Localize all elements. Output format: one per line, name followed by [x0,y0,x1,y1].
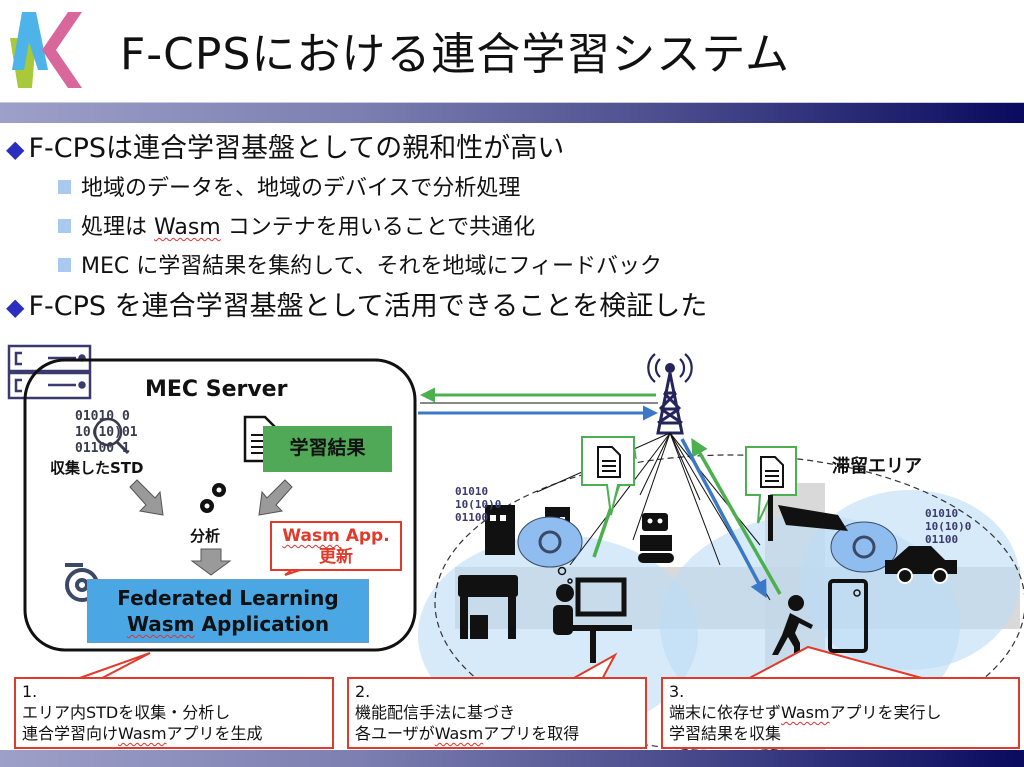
update-bubble-line1: Wasm App. [272,526,400,547]
thought-cloud-gear-icon [830,521,898,573]
smartphone-icon [828,579,868,653]
fl-app-line2: Wasm Application [88,611,368,637]
sub-bullet-1-text: 地域のデータを、地域のデバイスで分析処理 [81,176,521,201]
square-bullet-icon [58,180,71,194]
callout-step-1: 1. エリア内STDを収集・分析し 連合学習向けWasmアプリを生成 [14,677,334,749]
callout-step-3: 3. 端末に依存せずWasmアプリを実行し 学習結果を収集 [661,677,1020,749]
sub-bullet-3: MEC に学習結果を集約して、それを地域にフィードバック [58,248,662,280]
shop-icon [458,575,518,639]
callout-1-line1: エリア内STDを収集・分析し [22,703,231,722]
fl-app-line1: Federated Learning [117,586,339,610]
diamond-bullet-icon: ◆ [6,293,25,321]
callout-2-num: 2. [355,682,371,701]
stay-area-label: 滞留エリア [832,456,922,477]
callout-3-wasm: Wasm [781,703,830,722]
fl-wasm-app-box: Federated Learning Wasm Application [87,579,369,643]
down-arrow [190,548,232,576]
callout-1-line2: 連合学習向けWasmアプリを生成 [22,723,326,744]
server-icon [7,344,92,400]
callout-step-2: 2. 機能配信手法に基づき 各ユーザがWasmアプリを取得 [347,677,647,749]
callout-1-post: アプリを生成 [166,724,263,743]
learning-result-label: 学習結果 [263,426,392,472]
callout-3-post: アプリを実行し [829,703,942,722]
footer-bar [0,750,1024,767]
callout-3-line2: 学習結果を収集 [669,724,782,743]
walking-person-icon [772,595,813,665]
security-camera-icon [768,495,848,541]
sub-bullet-2-wasm: Wasm [154,215,221,240]
square-bullet-icon [58,219,71,233]
callout-2-line1: 機能配信手法に基づき [355,703,516,722]
logo-blue-a [12,12,48,70]
svg-text:01010: 01010 [925,507,958,520]
update-bubble-rest: App. [339,526,390,546]
callout-3-pre: 端末に依存せず [669,703,782,722]
svg-text:01100: 01100 [455,511,488,524]
bullet-1-text: F-CPSは連合学習基盤としての親和性が高い [28,133,565,164]
gears-icon [200,483,226,513]
svg-text:10(10)0: 10(10)0 [455,498,501,511]
logo-pink-k [42,12,82,88]
bullet-2: ◆F-CPS を連合学習基盤として活用できることを検証した [6,284,707,323]
collected-std-label: 収集したSTD [50,459,144,477]
fl-app-rest: Application [194,612,330,636]
robot-icon [638,513,674,563]
callout-1-wasm: Wasm [118,724,167,743]
bullet-2-text: F-CPS を連合学習基盤として活用できることを検証した [28,291,708,322]
stay-area-boundary [434,454,1024,750]
callout-1-pre: 連合学習向け [22,724,119,743]
mec-server-title: MEC Server [145,377,288,402]
diamond-bullet-icon: ◆ [6,135,25,163]
result-bubble [745,446,797,524]
result-bubble [581,436,635,516]
callout-2-wasm: Wasm [434,724,484,743]
svg-text:01010: 01010 [455,485,488,498]
callout-1-num: 1. [22,682,38,701]
svg-text:01100 1: 01100 1 [75,441,130,456]
svg-text:10(10)01: 10(10)01 [75,425,138,440]
callout-tail [739,645,941,684]
sub-bullet-2: 処理は Wasm コンテナを用いることで共通化 [58,209,535,241]
uplink-arrow [691,437,782,595]
header-divider-bar [0,102,1024,123]
person-at-computer-icon [553,566,632,663]
flow-arrow [129,479,164,516]
square-bullet-icon [58,258,71,272]
callout-2-pre: 各ユーザが [355,724,435,743]
ak-logo [10,12,82,88]
fl-app-wasm: Wasm [126,612,195,636]
svg-text:01010 0: 01010 0 [75,409,130,424]
mec-server-box [23,358,417,652]
flow-arrow [258,479,293,516]
sub-bullet-2-post: コンテナを用いることで共通化 [220,215,536,240]
callout-tail [564,652,618,684]
svg-text:01100: 01100 [925,533,958,546]
svg-text:10(10)0: 10(10)0 [925,520,971,533]
sub-bullet-2-pre: 処理は [81,215,154,240]
wasm-app-update-bubble: Wasm App. 更新 [270,521,402,571]
sub-bullet-3-text: MEC に学習結果を集約して、それを地域にフィードバック [81,254,663,279]
callout-2-line2: 各ユーザがWasmアプリを取得 [355,723,639,744]
callout-2-post: アプリを取得 [483,724,580,743]
sub-bullet-1: 地域のデータを、地域のデバイスで分析処理 [58,170,520,202]
callout-3-num: 3. [669,682,685,701]
downlink-arrow [680,438,767,599]
update-bubble-wasm: Wasm [282,526,340,546]
analysis-label: 分析 [190,527,221,545]
callout-3-line1: 端末に依存せずWasmアプリを実行し [669,702,1012,723]
page-title: F-CPSにおける連合学習システム [120,29,791,80]
update-bubble-line2: 更新 [319,547,353,567]
thought-cloud-gear-icon [517,516,583,568]
car-icon [885,546,957,584]
bullet-1: ◆F-CPSは連合学習基盤としての親和性が高い [6,126,564,165]
